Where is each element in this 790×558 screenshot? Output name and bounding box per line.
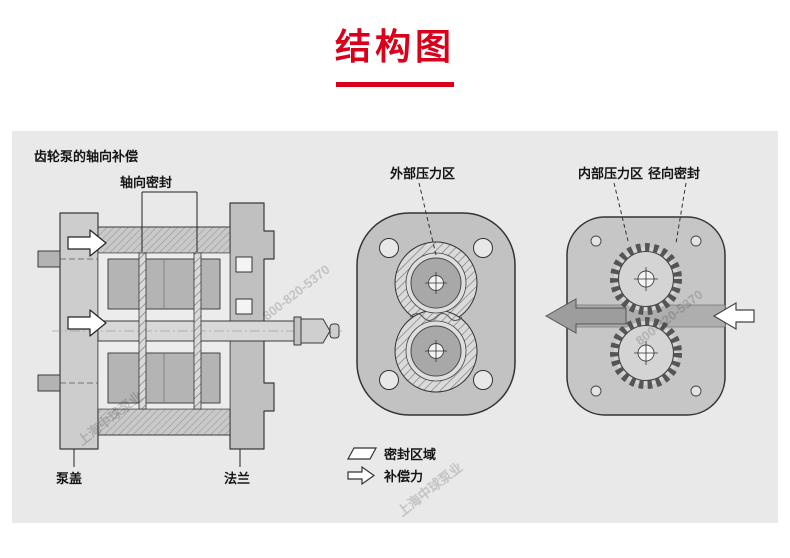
bolt-head-bottom bbox=[37, 374, 61, 392]
pump-cover-callout: 泵盖 bbox=[56, 449, 82, 486]
housing-bottom-rail bbox=[97, 408, 231, 436]
front-view-diagram: 外部压力区 bbox=[356, 166, 516, 416]
flange-callout: 法兰 bbox=[224, 449, 250, 486]
bolt-hole bbox=[690, 235, 702, 247]
axial-section-diagram bbox=[37, 202, 342, 450]
bolt-hole bbox=[590, 235, 602, 247]
bolt-hole bbox=[590, 385, 602, 397]
housing-top-rail bbox=[97, 226, 231, 254]
page-title: 结构图 bbox=[334, 26, 455, 67]
external-pressure-leader bbox=[418, 182, 437, 256]
legend-force-label: 补偿力 bbox=[383, 469, 423, 484]
outlet-arrow bbox=[544, 298, 627, 334]
legend: 密封区域 补偿力 bbox=[346, 447, 436, 486]
diagram-panel: 齿轮泵的轴向补偿 bbox=[12, 131, 778, 523]
legend-seal-label: 密封区域 bbox=[383, 447, 436, 462]
structure-diagram-svg: 齿轮泵的轴向补偿 bbox=[34, 149, 755, 519]
flange-label: 法兰 bbox=[224, 471, 250, 486]
bolt-hole bbox=[473, 238, 493, 258]
inlet-arrow-right bbox=[712, 301, 755, 331]
bolt-head-top bbox=[37, 250, 61, 268]
compensation-plate-bottom bbox=[235, 298, 253, 315]
axial-seal-callout: 轴向密封 bbox=[120, 175, 198, 252]
inlet-arrow-bottom bbox=[67, 309, 107, 337]
pump-cover-label: 泵盖 bbox=[56, 471, 82, 486]
shaft-end bbox=[329, 323, 340, 339]
compensation-plate-top bbox=[235, 256, 253, 273]
radial-view-diagram: 内部压力区 径向密封 bbox=[544, 166, 755, 416]
seal-wavy-line bbox=[409, 313, 463, 321]
spur-gear-top bbox=[610, 243, 682, 315]
bolt-hole bbox=[379, 238, 399, 258]
axial-seal-left bbox=[138, 252, 147, 410]
inlet-arrow-top bbox=[67, 229, 107, 257]
radial-seal-leader bbox=[675, 182, 687, 244]
internal-pressure-leader bbox=[613, 182, 629, 242]
bolt-hole bbox=[379, 370, 399, 390]
axial-seal-right bbox=[193, 252, 202, 410]
legend-seal-icon bbox=[346, 447, 378, 460]
axial-seal-label: 轴向密封 bbox=[120, 175, 172, 190]
bolt-hole bbox=[473, 370, 493, 390]
internal-pressure-label: 内部压力区 bbox=[578, 166, 643, 181]
hub-crosses bbox=[425, 272, 447, 362]
shaft-nut bbox=[300, 318, 331, 344]
shaft-washer bbox=[293, 316, 302, 346]
bolt-hole bbox=[690, 385, 702, 397]
radial-seal-label: 径向密封 bbox=[648, 166, 700, 181]
title-underline bbox=[336, 82, 454, 87]
watermark-phone: 800-820-5370 bbox=[260, 262, 333, 324]
legend-force-arrow-icon bbox=[347, 465, 376, 486]
spur-gear-bottom bbox=[610, 317, 682, 389]
panel-heading: 齿轮泵的轴向补偿 bbox=[34, 149, 138, 164]
external-pressure-label: 外部压力区 bbox=[389, 166, 455, 181]
